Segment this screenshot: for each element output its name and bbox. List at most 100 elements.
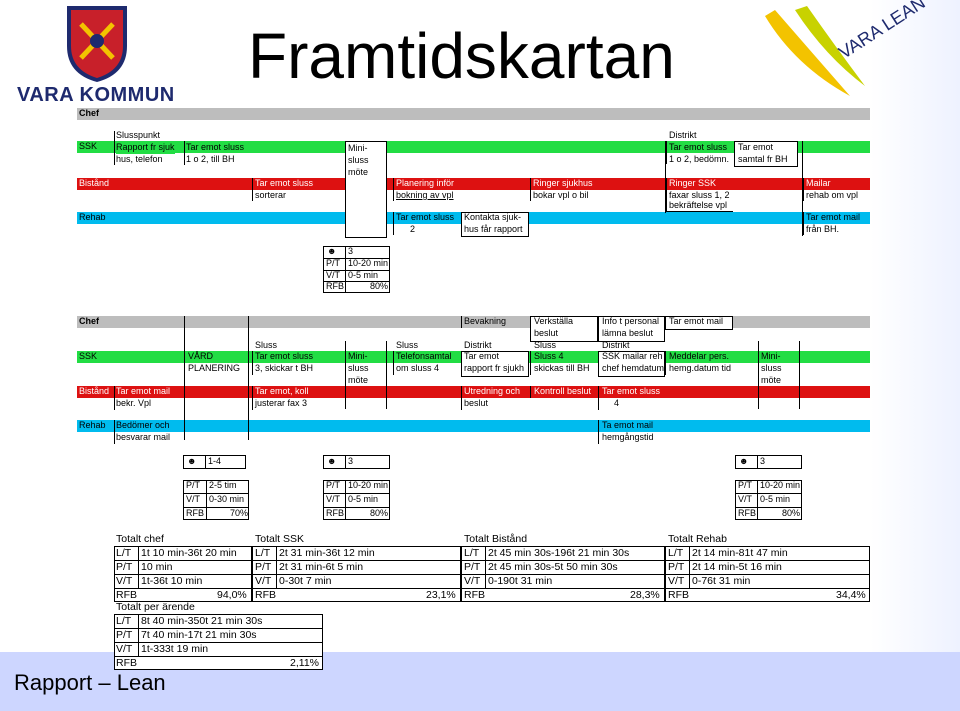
lane-label-ssk-top: SSK <box>79 141 98 151</box>
metrics-top-people: 3 <box>348 246 354 256</box>
lane-label-chef-top: Chef <box>79 108 99 118</box>
m1-vt-v: 0-30 min <box>209 494 245 504</box>
people-box-2 <box>323 455 390 469</box>
reh-mail-line1: Tar emot mail <box>806 212 861 222</box>
m2-pt-v: 10-20 min <box>348 480 389 490</box>
bis-koll-box <box>252 386 319 410</box>
bis-ringer-ssk-box <box>666 178 733 212</box>
divider <box>276 546 277 588</box>
totals-ssk-rfb-k: RFB <box>255 589 276 601</box>
ssk-sluss-a-line2: Tar emot sluss <box>255 351 314 361</box>
ssk-sluss4-box <box>530 351 597 375</box>
people-icon: ☻ <box>187 456 197 466</box>
metrics-2-people: 3 <box>348 456 354 466</box>
m3-vt-v: 0-5 min <box>760 494 791 504</box>
divider <box>665 574 870 575</box>
bis-kontroll-box <box>530 386 597 398</box>
ssk-tel-line2: Telefonsamtal <box>396 351 452 361</box>
divider <box>252 588 461 589</box>
divider <box>323 270 390 271</box>
bis-sluss4-box <box>598 386 664 410</box>
divider <box>757 455 758 469</box>
ssk-sluss-a-line3: 3, skickar t BH <box>255 363 314 373</box>
totals-chef-lt-k: L/T <box>116 547 132 559</box>
totals-chef-lt: 1t 10 min-36t 20 min <box>141 547 237 559</box>
totals-arende-pt-k: P/T <box>116 629 133 641</box>
bis-sorterar-line2: sorterar <box>255 190 287 200</box>
ssk-tar-emot-line1: Tar emot sluss <box>186 142 245 152</box>
ssk-distrikt-b-line2: SSK mailar reh <box>602 351 663 361</box>
coat-of-arms-icon <box>67 6 127 82</box>
metrics-box-1 <box>183 480 249 520</box>
divider <box>345 480 346 520</box>
totals-rehab-lt: 2t 14 min-81t 47 min <box>692 547 788 559</box>
lane-bistand-top <box>77 178 870 190</box>
lane-label-rehab-top: Rehab <box>79 212 106 222</box>
connector <box>184 141 185 165</box>
bis-sluss4-line1: Tar emot sluss <box>602 386 661 396</box>
ssk-slusspunkt-line3: hus, telefon <box>116 154 163 164</box>
totals-bistand-pt-k: P/T <box>464 561 481 573</box>
divider <box>114 656 323 657</box>
chef-info-line2: lämna beslut <box>602 328 654 338</box>
ssk-meddelar-line2: hemg.datum tid <box>669 363 732 373</box>
totals-arende-vt-k: V/T <box>116 643 133 655</box>
totals-bistand-rfb: 28,3% <box>630 589 660 601</box>
divider <box>114 628 323 629</box>
divider <box>345 455 346 469</box>
ssk-tel-line3: om sluss 4 <box>396 363 440 373</box>
reh-kontakta-box <box>461 212 529 237</box>
divider <box>114 560 252 561</box>
people-icon: ☻ <box>327 246 337 256</box>
bis-koll-line1: Tar emot, koll <box>255 386 309 396</box>
metrics-box-top <box>323 246 390 293</box>
bis-ringer-ssk-line1: Ringer SSK <box>669 178 717 188</box>
totals-arende-lt: 8t 40 min-350t 21 min 30s <box>141 615 263 627</box>
ssk-mini-a-line3: möte <box>348 375 369 385</box>
m1-rfb-k: RFB <box>186 508 204 518</box>
totals-bistand-vt: 0-190t 31 min <box>488 575 553 587</box>
vard-planering-column <box>184 316 249 440</box>
totals-chef-title: Totalt chef <box>116 533 164 545</box>
metrics-3-people: 3 <box>760 456 766 466</box>
ssk-mini-b-line1: Mini- <box>761 351 781 361</box>
totals-rehab-pt: 2t 14 min-5t 16 min <box>692 561 782 573</box>
reh-kontakta-line2: hus får rapport <box>464 224 523 234</box>
totals-rehab-pt-k: P/T <box>668 561 685 573</box>
vara-lean-logo: VARA LEAN <box>755 0 945 108</box>
totals-arende-pt: 7t 40 min-17t 21 min 30s <box>141 629 257 641</box>
divider <box>183 493 249 494</box>
ssk-distrikt-b-box <box>598 351 665 377</box>
bis-ringer-sjukhus-box <box>530 178 597 201</box>
ssk-samtal-box <box>734 141 798 167</box>
totals-bistand-lt-k: L/T <box>464 547 480 559</box>
ssk-tar-emot-line2: 1 o 2, till BH <box>186 154 235 164</box>
lane-label-chef-bottom: Chef <box>79 316 99 326</box>
totals-ssk-pt: 2t 31 min-6t 5 min <box>279 561 364 573</box>
connector <box>665 141 666 213</box>
ssk-meddelar-line1: Meddelar pers. <box>669 351 730 361</box>
reh-bedomer-line2: besvarar mail <box>116 432 171 442</box>
bis-mailar-line2: rehab om vpl <box>806 190 859 200</box>
m3-rfb-k: RFB <box>738 508 756 518</box>
totals-chef-pt-k: P/T <box>116 561 133 573</box>
divider <box>345 246 346 293</box>
m1-pt-k: P/T <box>186 480 201 490</box>
ssk-distrikt-a-box <box>461 351 529 377</box>
vara-kommun-logo: VARA KOMMUN <box>15 4 180 106</box>
footer-label: Rapport – Lean <box>14 670 166 695</box>
ssk-vard-line2: PLANERING <box>188 363 241 373</box>
divider <box>689 546 690 588</box>
totals-bistand-vt-k: V/T <box>464 575 481 587</box>
totals-chef-vt-k: V/T <box>116 575 133 587</box>
totals-ssk-vt-k: V/T <box>255 575 272 587</box>
divider <box>138 546 139 588</box>
totals-ssk-lt-k: L/T <box>255 547 271 559</box>
metrics-box-3 <box>735 480 802 520</box>
metrics-top-rfb-key: RFB <box>326 281 344 291</box>
bis-planering-line1: Planering inför <box>396 178 455 188</box>
totals-arende-lt-k: L/T <box>116 615 132 627</box>
divider <box>757 480 758 520</box>
bis-koll-line2: justerar fax 3 <box>255 398 308 408</box>
lane-ssk-top <box>77 141 870 153</box>
